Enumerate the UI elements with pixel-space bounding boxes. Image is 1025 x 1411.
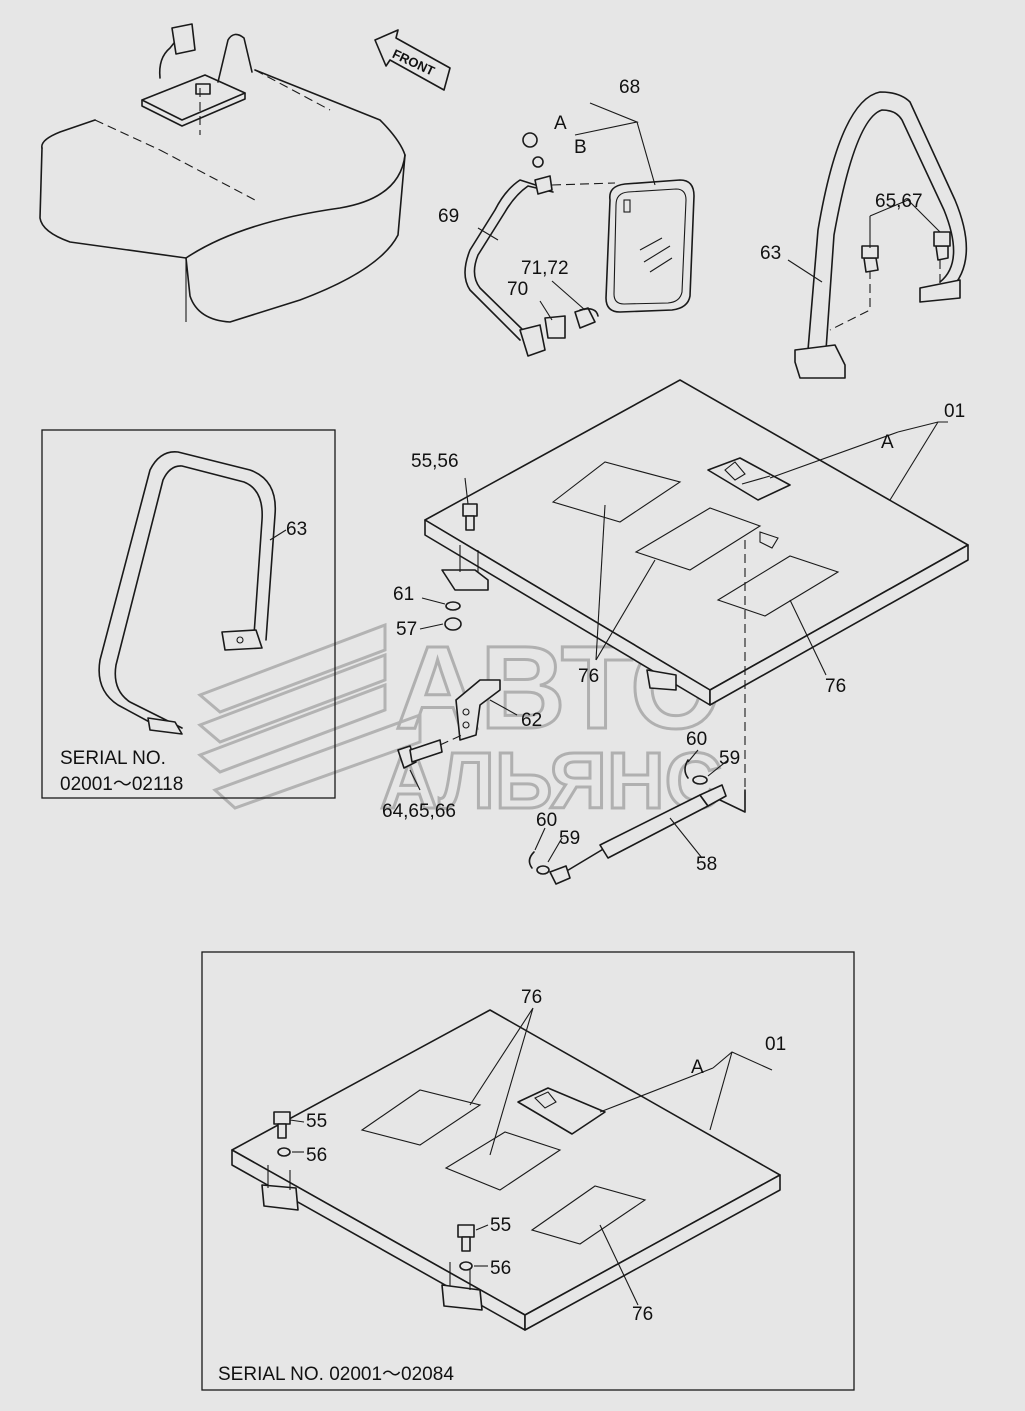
label-a-2: A	[881, 432, 894, 453]
label-a-3: A	[691, 1057, 704, 1078]
label-61: 61	[393, 584, 414, 605]
label-01-inset: 01	[765, 1034, 786, 1055]
label-b: B	[574, 137, 587, 158]
label-60-a: 60	[686, 729, 707, 750]
inset-bottom-serial: SERIAL NO. 02001～02084	[218, 1364, 454, 1385]
label-01-main: 01	[944, 401, 965, 422]
inset-left: SERIAL NO. 02001～02118	[41, 429, 336, 799]
label-71-72: 71,72	[521, 258, 569, 279]
label-76-d: 76	[632, 1304, 653, 1325]
label-59-a: 59	[719, 748, 740, 769]
front-arrow-icon: FRONT	[374, 29, 451, 91]
watermark-logo-icon	[197, 622, 422, 810]
label-76-a: 76	[578, 666, 599, 687]
label-55-56: 55,56	[411, 451, 459, 472]
label-63-inset: 63	[286, 519, 307, 540]
floor-plate-main	[424, 379, 969, 813]
mirror-assembly	[464, 132, 695, 357]
inset-left-frame	[41, 429, 336, 799]
label-58: 58	[696, 854, 717, 875]
label-70: 70	[507, 279, 528, 300]
label-76-b: 76	[825, 676, 846, 697]
label-57: 57	[396, 619, 417, 640]
inset-left-serial-range: 02001～02118	[60, 774, 183, 795]
hinge-hardware-left	[397, 503, 501, 769]
label-56-a: 56	[306, 1145, 327, 1166]
label-60-b: 60	[536, 810, 557, 831]
label-68: 68	[619, 77, 640, 98]
inset-bottom-frame	[201, 951, 855, 1391]
label-69: 69	[438, 206, 459, 227]
label-63-top: 63	[760, 243, 781, 264]
label-a-1: A	[554, 113, 567, 134]
seat-mirror-assembly	[141, 23, 253, 135]
label-76-c: 76	[521, 987, 542, 1008]
label-59-b: 59	[559, 828, 580, 849]
label-55-a: 55	[306, 1111, 327, 1132]
part-labels: 68 A B 69 71,72 70 65,67 63 01 A 55,56 6…	[286, 77, 965, 1325]
leader-lines	[269, 102, 948, 1306]
label-62: 62	[521, 710, 542, 731]
label-65-67: 65,67	[875, 191, 923, 212]
grab-handle-top	[794, 91, 968, 379]
seat-cushion	[39, 69, 406, 323]
inset-left-serial-label: SERIAL NO.	[60, 748, 166, 769]
label-56-b: 56	[490, 1258, 511, 1279]
gas-strut	[528, 759, 727, 885]
label-55-b: 55	[490, 1215, 511, 1236]
inset-bottom: SERIAL NO. 02001～02084	[201, 951, 855, 1391]
label-64-65-66: 64,65,66	[382, 801, 456, 822]
